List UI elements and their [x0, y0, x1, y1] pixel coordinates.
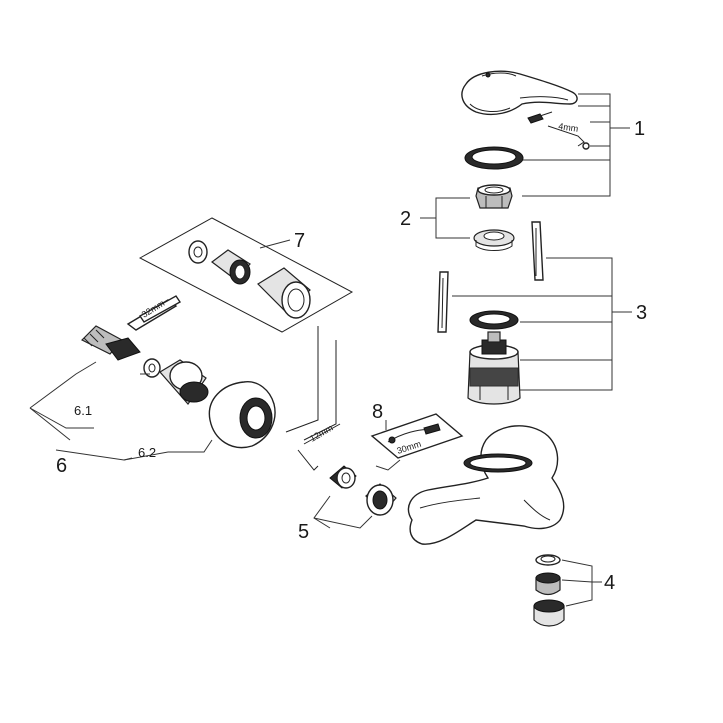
handle-cap[interactable]	[582, 142, 590, 150]
callout-1: 1	[634, 118, 645, 140]
flange-sleeve[interactable]	[159, 359, 209, 405]
callout-3: 3	[636, 302, 647, 324]
callout-6-1: 6.1	[74, 403, 92, 418]
callout-7: 7	[294, 230, 305, 252]
kit-washer[interactable]	[188, 240, 208, 264]
callout-5-leaders	[313, 495, 373, 529]
cover-ring[interactable]	[464, 146, 524, 170]
hex-key-4mm-label: 4mm	[558, 121, 579, 134]
eccentric-connector[interactable]	[80, 325, 141, 361]
callout-2-leaders	[420, 197, 470, 239]
callout-8-leaders	[375, 420, 401, 471]
stop-ring[interactable]	[473, 229, 515, 251]
s-union[interactable]	[329, 465, 357, 489]
callout-4: 4	[604, 572, 615, 594]
cartridge-seal-ring[interactable]	[469, 310, 519, 330]
faucet-body[interactable]	[407, 425, 565, 545]
callout-6-2: 6.2	[138, 445, 156, 460]
hex-key-12mm[interactable]: 12mm	[297, 423, 341, 471]
callout-1-leaders	[522, 93, 630, 197]
tool-card-8[interactable]: 30mm	[370, 413, 464, 459]
hex-key-12mm-label: 12mm	[308, 423, 335, 444]
lever-handle[interactable]	[461, 70, 578, 116]
aerator-washer[interactable]	[535, 554, 561, 566]
cartridge[interactable]	[467, 331, 521, 405]
fixing-screw-left[interactable]	[437, 271, 449, 333]
callout-7-leaders	[259, 239, 291, 249]
callout-5: 5	[298, 521, 309, 543]
connector-washer[interactable]	[143, 358, 161, 378]
union-nut[interactable]	[365, 483, 397, 516]
wrench-tool-32mm[interactable]: 32mm	[126, 295, 182, 331]
cartridge-nut[interactable]	[475, 184, 513, 209]
callout-4-leaders	[561, 559, 602, 607]
kit-sleeve[interactable]	[257, 267, 311, 319]
cover-dome[interactable]	[208, 381, 276, 449]
fixing-screw-right[interactable]	[531, 221, 544, 281]
aerator-insert[interactable]	[535, 572, 561, 596]
callout-6: 6	[56, 455, 67, 477]
assembly-guide-lines	[285, 326, 337, 441]
callout-3-leaders	[452, 257, 632, 391]
callout-2: 2	[400, 208, 411, 230]
kit-panel-7	[138, 217, 354, 333]
callout-8: 8	[372, 401, 383, 423]
handle-screw[interactable]	[527, 111, 553, 124]
aerator-housing[interactable]	[533, 599, 565, 627]
kit-filter[interactable]	[211, 249, 251, 285]
hex-key-4mm[interactable]: 4mm	[547, 121, 585, 147]
callout-6-leaders	[29, 361, 213, 461]
